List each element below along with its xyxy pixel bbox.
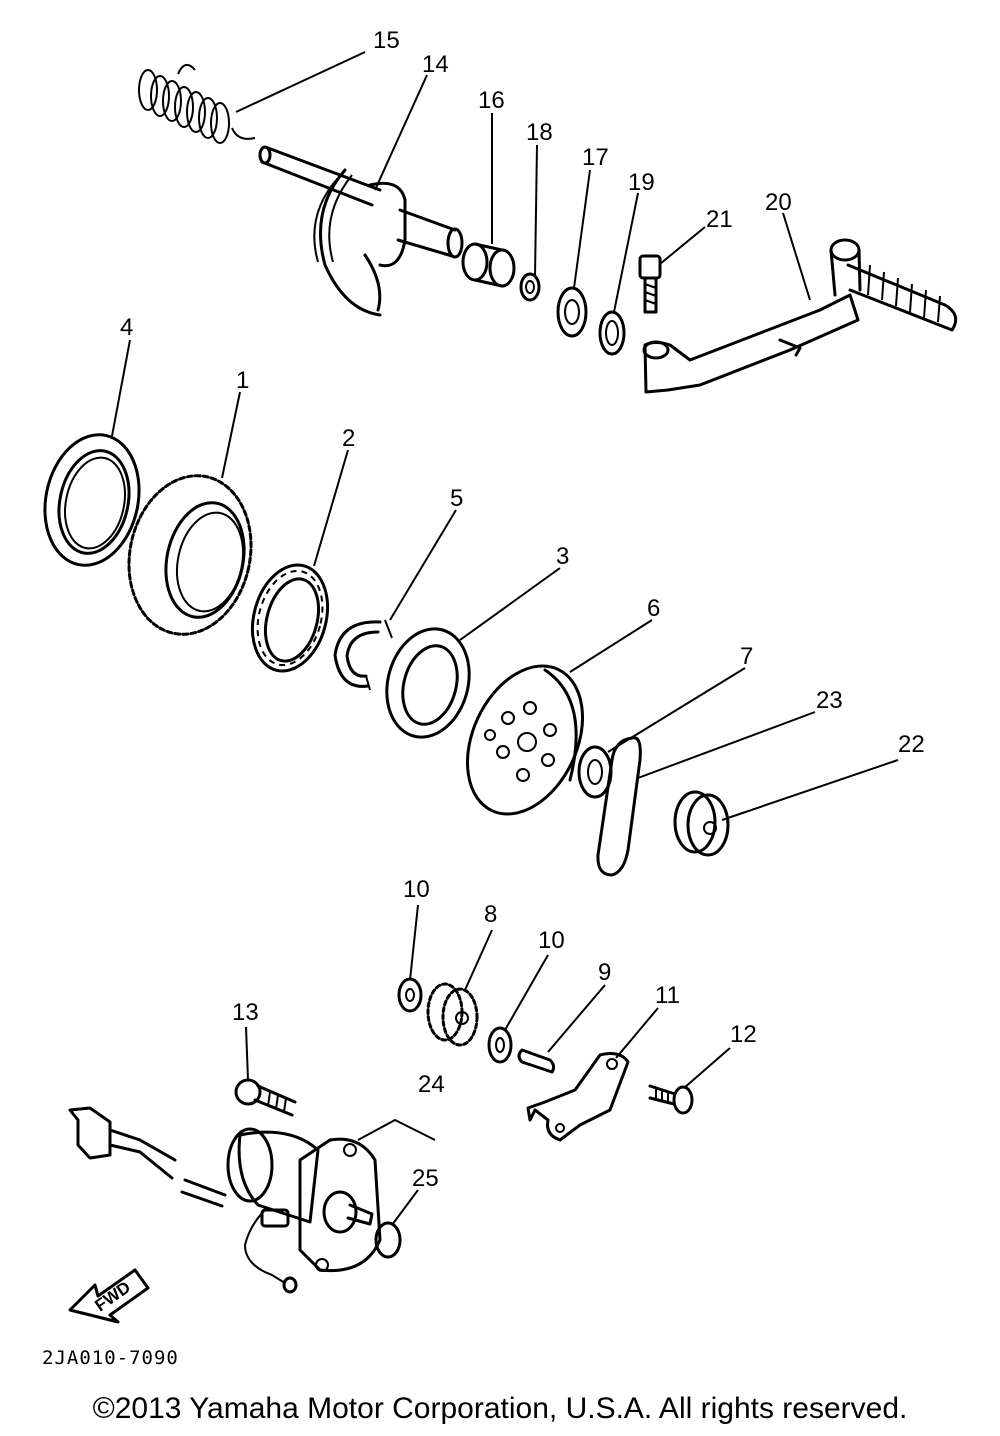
part-24-starter-motor (226, 1127, 382, 1294)
part-22-pinion-gear (673, 790, 730, 857)
fwd-label: FWD (91, 1278, 134, 1316)
part-2-bearing (251, 563, 329, 673)
callout-numbers: 15 14 16 18 17 19 21 20 4 1 2 5 3 6 7 23… (120, 27, 925, 1192)
part-15-spring (138, 63, 256, 144)
callout-13: 13 (232, 999, 259, 1026)
callout-14: 14 (422, 51, 449, 78)
callout-3: 3 (556, 543, 569, 570)
part-23-clip (596, 736, 642, 877)
callout-20: 20 (765, 189, 792, 216)
part-9-shaft (517, 1048, 556, 1074)
part-20-kick-crank (642, 238, 958, 394)
part-3-collar (385, 627, 471, 739)
part-18-washer (519, 272, 541, 302)
callout-22: 22 (898, 731, 925, 758)
callout-2: 2 (342, 425, 355, 452)
callout-25: 25 (412, 1165, 439, 1192)
callout-9: 9 (598, 959, 611, 986)
part-4-oil-seal (43, 433, 141, 567)
part-12-screw (648, 1084, 694, 1115)
part-24-wire-harness (68, 1106, 227, 1208)
part-6-clutch-plate (465, 664, 585, 816)
part-19-circlip (598, 310, 626, 356)
part-11-plate (526, 1052, 630, 1142)
callout-10-b: 10 (538, 927, 565, 954)
copyright-notice: ©2013 Yamaha Motor Corporation, U.S.A. A… (92, 1392, 908, 1425)
part-14-kick-axle (258, 145, 464, 317)
callout-16: 16 (478, 87, 505, 114)
leader-lines (111, 51, 899, 1226)
callout-7: 7 (740, 643, 753, 670)
part-10-washer-a (397, 977, 423, 1013)
callout-5: 5 (450, 485, 463, 512)
diagram-code: 2JA010-7090 (42, 1347, 179, 1369)
callout-17: 17 (582, 144, 609, 171)
part-17-washer (556, 286, 588, 338)
part-21-bolt (638, 254, 662, 314)
callout-10-a: 10 (403, 876, 430, 903)
callout-19: 19 (628, 169, 655, 196)
callout-23: 23 (816, 687, 843, 714)
callout-12: 12 (730, 1021, 757, 1048)
callout-15: 15 (373, 27, 400, 54)
callout-24: 24 (418, 1071, 445, 1098)
callout-1: 1 (236, 367, 249, 394)
part-1-wheel-gear (127, 474, 253, 636)
part-10-washer-b (487, 1026, 513, 1064)
callout-18: 18 (526, 119, 553, 146)
part-5-circlip (333, 619, 393, 691)
callout-21: 21 (706, 206, 733, 233)
callout-8: 8 (484, 901, 497, 928)
part-13-bolt (234, 1078, 297, 1117)
fwd-arrow-icon: FWD (68, 1268, 150, 1324)
part-8-idle-gear (426, 982, 479, 1047)
part-16-collar (461, 242, 516, 288)
callout-6: 6 (647, 595, 660, 622)
part-25-o-ring (374, 1221, 402, 1259)
callout-4: 4 (120, 314, 133, 341)
callout-11: 11 (655, 982, 680, 1009)
